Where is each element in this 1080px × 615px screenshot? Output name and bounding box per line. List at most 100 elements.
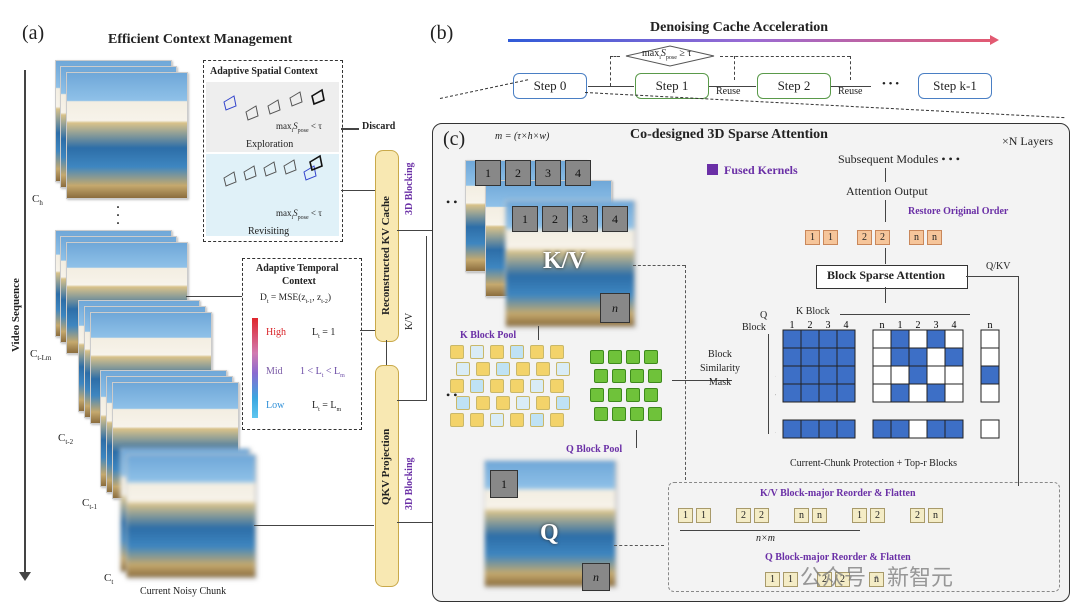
q-block-cube: [648, 407, 662, 421]
matrix-cell: [872, 419, 892, 439]
matrix-row-label: 3: [775, 371, 776, 382]
matrix-cell: [890, 329, 910, 349]
cond-dash-reuse2: [850, 56, 851, 80]
q-block-n: n: [582, 563, 610, 591]
matrix-cell: [800, 329, 820, 349]
block-4: 4: [565, 160, 591, 186]
k-block-axis-label: K Block: [796, 306, 830, 317]
k-block-cube: [510, 413, 524, 427]
matrix-col-label: 4: [844, 320, 849, 331]
k-block-cube: [516, 362, 530, 376]
pose-condition-diamond: [625, 45, 715, 67]
chunk-label-t: Ct: [104, 572, 114, 587]
qkv-feed-v: [1018, 276, 1019, 486]
temporal-gradient-bar: [252, 318, 258, 418]
matrix-cell: [872, 365, 892, 385]
q-reorder-label: Q Block-major Reorder & Flatten: [765, 552, 911, 563]
matrix-cell: [836, 419, 856, 439]
k-block-pool: [450, 345, 580, 435]
arrow-to-subsequent: [885, 168, 886, 182]
panel-a-title: Efficient Context Management: [108, 32, 293, 47]
token-chip: 1: [823, 230, 838, 245]
matrix-col-label: n: [988, 320, 993, 331]
matrix-col-label: 3: [826, 320, 831, 331]
k-block-cube: [550, 379, 564, 393]
q-block-cube: [644, 350, 658, 364]
kv-to-pool-arrow: [538, 326, 539, 340]
k-block-cube: [490, 345, 504, 359]
matrix-cell: [908, 347, 928, 367]
panel-c-title: Co-designed 3D Sparse Attention: [630, 127, 828, 142]
k-block-cube: [496, 396, 510, 410]
q-pool-arrow: [636, 430, 637, 448]
matrix-cell: [782, 365, 802, 385]
matrix-cell: [926, 365, 946, 385]
token-chip: 2: [817, 572, 832, 587]
reuse-label-1: Reuse: [716, 86, 741, 97]
matrix-cell: [980, 347, 1000, 367]
token-chip: n: [928, 508, 943, 523]
matrix-cell: [800, 419, 820, 439]
reorder-flatten-box: [668, 482, 1060, 592]
q-block-cube: [594, 407, 608, 421]
matrix-col-label: 3: [934, 320, 939, 331]
token-chip: 2: [875, 230, 890, 245]
cond-dash-left: [610, 56, 620, 57]
token-chip: n: [812, 508, 827, 523]
chunk-label-h: Ch: [32, 193, 43, 208]
kv-big-label: K/V: [543, 248, 586, 274]
qkv-projection-label: QKV Projection: [380, 428, 392, 505]
qkv-small-label: Q/KV: [986, 261, 1011, 272]
level-high-rule: Lt = 1: [312, 327, 336, 340]
block-4: 4: [602, 206, 628, 232]
temporal-context-title-1: Adaptive Temporal: [256, 263, 339, 274]
kv-link-v: [426, 236, 427, 401]
token-chip: 1: [696, 508, 711, 523]
matrix-row-label: 1: [775, 335, 776, 346]
matrix-cell: [908, 419, 928, 439]
k-block-cube: [496, 362, 510, 376]
matrix-cell: [980, 419, 1000, 439]
subsequent-modules-label: Subsequent Modules • • •: [838, 152, 960, 166]
step-1: Step 1: [635, 73, 709, 99]
fused-kernels-swatch: [707, 164, 718, 175]
matrix-cell: [782, 383, 802, 403]
vertical-ellipsis: ...: [116, 195, 120, 228]
cond-dash-down: [610, 56, 611, 86]
q-block-pool: [590, 350, 670, 430]
k-block-cube: [476, 396, 490, 410]
matrix-col-label: 1: [790, 320, 795, 331]
q-block-cube: [608, 388, 622, 402]
k-block-cube: [536, 396, 550, 410]
matrix-cell: [944, 347, 964, 367]
matrix-cell: [818, 365, 838, 385]
matrix-cell: [782, 419, 802, 439]
level-high: High: [266, 327, 286, 338]
mask-to-attention-arrow: [885, 287, 886, 303]
fused-kernels-label: Fused Kernels: [707, 163, 798, 178]
q-to-reorder-dash: [614, 545, 664, 546]
k-block-cube: [490, 413, 504, 427]
q-block-axis-arrow: [768, 334, 769, 434]
matrix-cell: [836, 347, 856, 367]
matrix-col-label: 1: [898, 320, 903, 331]
matrix-cell: [800, 383, 820, 403]
k-block-pool-label: K Block Pool: [460, 330, 517, 341]
kv-cache-label: Reconstructed KV Cache: [380, 196, 392, 315]
acceleration-arrowhead: [990, 35, 999, 45]
k-block-cube: [510, 345, 524, 359]
token-chip: 2: [910, 508, 925, 523]
exploration-label: Exploration: [246, 139, 294, 150]
matrix-cell: [818, 383, 838, 403]
kv-stack-ellipsis: • •: [446, 195, 458, 209]
chunk-to-qkv-connector: [254, 525, 374, 526]
matrix-cell: [890, 383, 910, 403]
level-mid: Mid: [266, 366, 283, 377]
pose-condition-text: maxiSpose ≥ τ: [642, 48, 692, 61]
k-block-cube: [470, 379, 484, 393]
q-block-axis-q: Q: [760, 310, 768, 321]
camera-trajectory-icons: [223, 88, 325, 187]
step-k-1: Step k-1: [918, 73, 992, 99]
k-block-cube: [536, 362, 550, 376]
current-noisy-chunk-label: Current Noisy Chunk: [140, 586, 227, 597]
